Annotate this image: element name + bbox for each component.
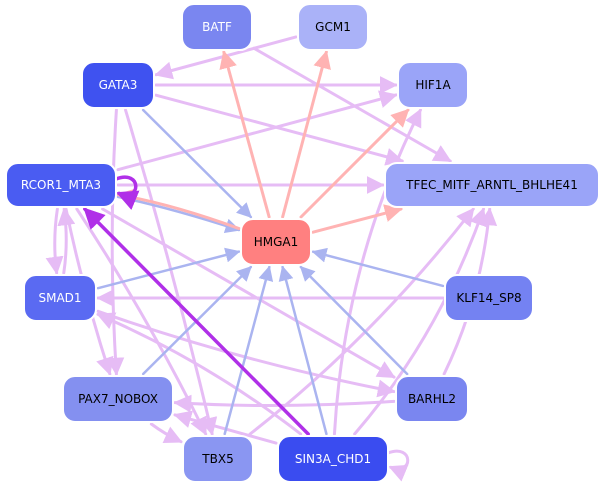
edge-rcor1-to-hif1a bbox=[116, 90, 398, 172]
edge-pax7-to-tbx5 bbox=[149, 422, 183, 444]
node-hmga1[interactable]: HMGA1 bbox=[240, 218, 312, 266]
node-gata3-box bbox=[81, 61, 155, 109]
node-tfec-label: TFEC_MITF_ARNTL_BHLHE41 bbox=[405, 178, 578, 192]
edge-sin3a-to-rcor1 bbox=[83, 207, 310, 436]
edge-smad1-to-rcor1 bbox=[57, 207, 76, 275]
edge-sin3a-to-tfec bbox=[353, 207, 487, 436]
node-hmga1-label: HMGA1 bbox=[254, 235, 299, 249]
node-smad1-box bbox=[23, 274, 97, 322]
edge-hmga1-to-hif1a bbox=[299, 108, 410, 219]
node-batf[interactable]: BATF bbox=[181, 3, 253, 51]
edge-hmga1-to-gcm1 bbox=[281, 50, 331, 219]
node-batf-label: BATF bbox=[202, 20, 232, 34]
edge-klf14-to-hmga1 bbox=[311, 247, 445, 288]
edge-sin3a-to-hif1a bbox=[332, 108, 422, 436]
edge-hmga1-to-batf bbox=[219, 50, 271, 219]
node-sin3a-label: SIN3A_CHD1 bbox=[295, 452, 371, 466]
node-batf-box bbox=[181, 3, 253, 51]
node-barhl2-box bbox=[395, 375, 469, 423]
node-barhl2[interactable]: BARHL2 bbox=[395, 375, 469, 423]
node-barhl2-label: BARHL2 bbox=[408, 392, 456, 406]
node-smad1[interactable]: SMAD1 bbox=[23, 274, 97, 322]
node-klf14[interactable]: KLF14_SP8 bbox=[444, 274, 534, 322]
edge-gata3-to-hmga1 bbox=[141, 108, 253, 219]
edge-gata3-to-tbx5 bbox=[124, 108, 218, 436]
node-pax7-box bbox=[62, 375, 174, 423]
node-tbx5-box bbox=[182, 435, 254, 483]
edge-gata3-to-tfec bbox=[154, 93, 404, 166]
node-rcor1[interactable]: RCOR1_MTA3 bbox=[5, 162, 117, 208]
node-rcor1-label: RCOR1_MTA3 bbox=[21, 178, 101, 192]
edge-rcor1-to-hmga1 bbox=[116, 195, 241, 234]
node-gcm1-label: GCM1 bbox=[315, 20, 351, 34]
node-sin3a[interactable]: SIN3A_CHD1 bbox=[277, 435, 389, 483]
edge-sin3a-to-smad1 bbox=[96, 312, 303, 436]
edge-tbx5-to-hmga1 bbox=[223, 265, 274, 436]
node-gcm1[interactable]: GCM1 bbox=[297, 3, 369, 51]
node-tfec[interactable]: TFEC_MITF_ARNTL_BHLHE41 bbox=[384, 162, 600, 208]
node-smad1-label: SMAD1 bbox=[38, 291, 81, 305]
node-pax7[interactable]: PAX7_NOBOX bbox=[62, 375, 174, 423]
edge-smad1-to-hmga1 bbox=[96, 247, 241, 290]
node-sin3a-box bbox=[277, 435, 389, 483]
node-tbx5-label: TBX5 bbox=[201, 452, 233, 466]
self-loop-rcor1 bbox=[115, 175, 140, 210]
edge-barhl2-to-hmga1 bbox=[299, 265, 409, 376]
node-hif1a-box bbox=[397, 61, 469, 109]
edge-sin3a-to-hmga1 bbox=[278, 265, 328, 436]
node-tbx5[interactable]: TBX5 bbox=[182, 435, 254, 483]
node-rcor1-box bbox=[5, 162, 117, 208]
self-loop-sin3a bbox=[387, 449, 410, 482]
edge-rcor1-to-barhl2 bbox=[101, 207, 396, 379]
node-tfec-box bbox=[384, 162, 600, 208]
node-klf14-label: KLF14_SP8 bbox=[456, 291, 521, 305]
edge-gata3-to-pax7 bbox=[106, 108, 125, 376]
node-klf14-box bbox=[444, 274, 534, 322]
edge-hmga1-to-tfec bbox=[311, 204, 403, 234]
node-hif1a[interactable]: HIF1A bbox=[397, 61, 469, 109]
edge-layer bbox=[45, 35, 498, 482]
node-hmga1-box bbox=[240, 218, 312, 266]
node-pax7-label: PAX7_NOBOX bbox=[78, 392, 158, 406]
node-gcm1-box bbox=[297, 3, 369, 51]
node-gata3-label: GATA3 bbox=[99, 78, 138, 92]
node-gata3[interactable]: GATA3 bbox=[81, 61, 155, 109]
node-hif1a-label: HIF1A bbox=[415, 78, 451, 92]
edge-rcor1-to-smad1 bbox=[45, 207, 64, 275]
